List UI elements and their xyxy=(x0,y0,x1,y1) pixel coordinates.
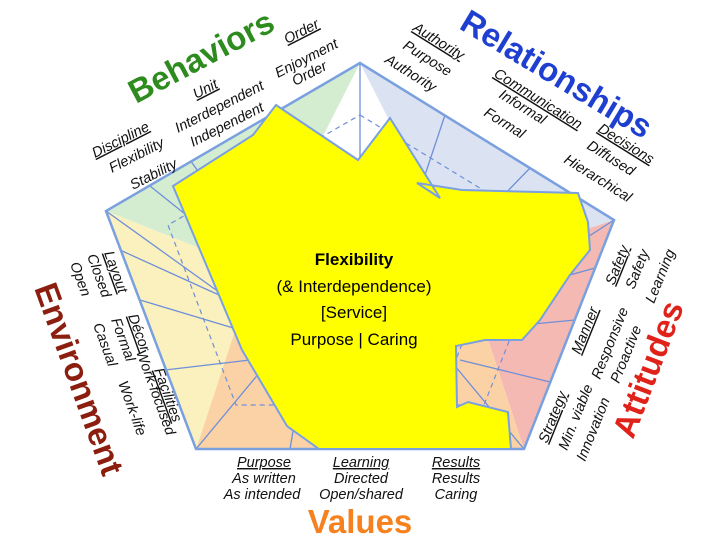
order-title: Order xyxy=(282,16,323,48)
center-line-2: (& Interdependence) xyxy=(277,277,432,296)
purpose-title: Purpose xyxy=(237,455,291,471)
center-label: Flexibility (& Interdependence) [Service… xyxy=(277,250,432,349)
environment-heading: Environment xyxy=(27,278,131,480)
relationships-heading: Relationships xyxy=(454,2,659,145)
purpose-option-b: As intended xyxy=(223,487,302,503)
values-dimensions: Purpose As written As intended Learning … xyxy=(223,455,480,503)
results-option-a: Results xyxy=(432,471,480,487)
learning-option-b: Open/shared xyxy=(319,487,404,503)
center-line-4: Purpose | Caring xyxy=(290,330,417,349)
purpose-option-a: As written xyxy=(231,471,296,487)
results-option-b: Caring xyxy=(435,487,478,503)
values-heading: Values xyxy=(308,503,413,540)
learning-title: Learning xyxy=(333,455,389,471)
facilities-option-b: Work-life xyxy=(114,379,149,438)
culture-profile-shape xyxy=(171,103,592,450)
center-line-3: [Service] xyxy=(321,303,387,322)
center-title: Flexibility xyxy=(315,250,394,269)
learning-option-a: Directed xyxy=(334,471,389,487)
results-title: Results xyxy=(432,455,480,471)
